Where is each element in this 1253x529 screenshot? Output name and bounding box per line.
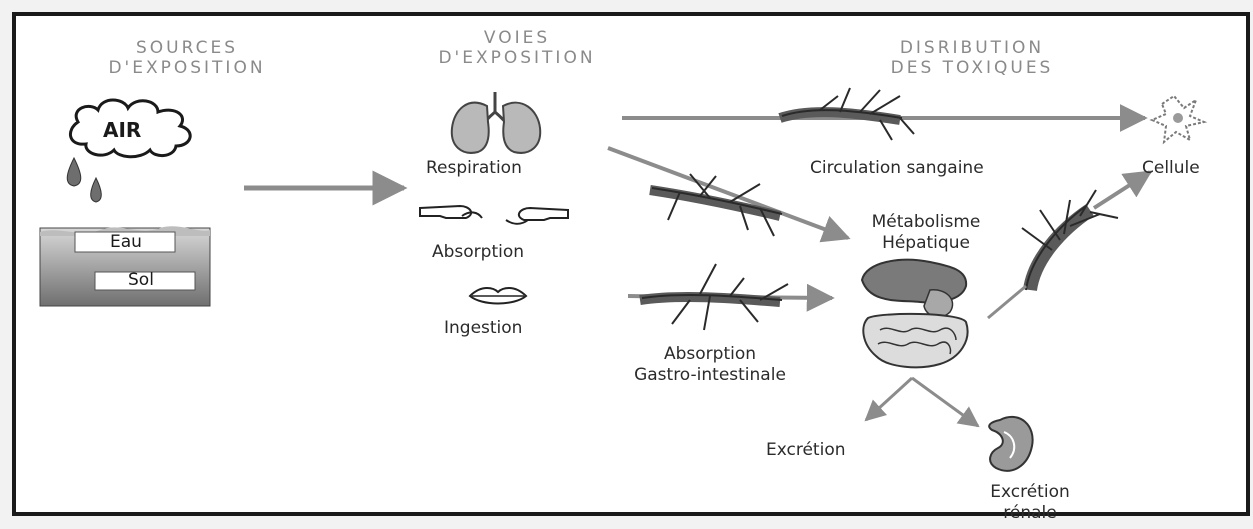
label-absorption: Absorption — [432, 242, 524, 262]
label-sol: Sol — [128, 270, 154, 290]
label-excretion-renale-line2: rénale — [960, 503, 1100, 524]
label-excretion-renale: Excrétion rénale — [960, 482, 1100, 524]
header-sources: SOURCES D'EXPOSITION — [62, 38, 312, 78]
label-excretion-renale-line1: Excrétion — [960, 482, 1100, 503]
label-eau: Eau — [110, 232, 142, 252]
header-distribution-line1: DISRIBUTION — [832, 38, 1112, 58]
label-air: AIR — [103, 118, 141, 142]
label-absorption-gastro-line1: Absorption — [600, 344, 820, 365]
label-absorption-gastro-line2: Gastro-intestinale — [600, 365, 820, 386]
header-voies-line1: VOIES — [392, 28, 642, 48]
header-sources-line2: D'EXPOSITION — [62, 58, 312, 78]
label-respiration: Respiration — [426, 158, 522, 178]
label-circulation-sangaine: Circulation sangaine — [810, 158, 984, 178]
header-sources-line1: SOURCES — [62, 38, 312, 58]
label-excretion: Excrétion — [766, 440, 846, 460]
header-distribution: DISRIBUTION DES TOXIQUES — [832, 38, 1112, 78]
header-distribution-line2: DES TOXIQUES — [832, 58, 1112, 78]
label-cellule: Cellule — [1142, 158, 1200, 178]
label-metabolisme-line2: Hépatique — [836, 233, 1016, 254]
label-absorption-gastro: Absorption Gastro-intestinale — [600, 344, 820, 386]
header-voies-line2: D'EXPOSITION — [392, 48, 642, 68]
intestines-icon — [863, 314, 967, 367]
label-metabolisme-hepatique: Métabolisme Hépatique — [836, 212, 1016, 254]
header-voies: VOIES D'EXPOSITION — [392, 28, 642, 68]
label-metabolisme-line1: Métabolisme — [836, 212, 1016, 233]
label-ingestion: Ingestion — [444, 318, 522, 338]
